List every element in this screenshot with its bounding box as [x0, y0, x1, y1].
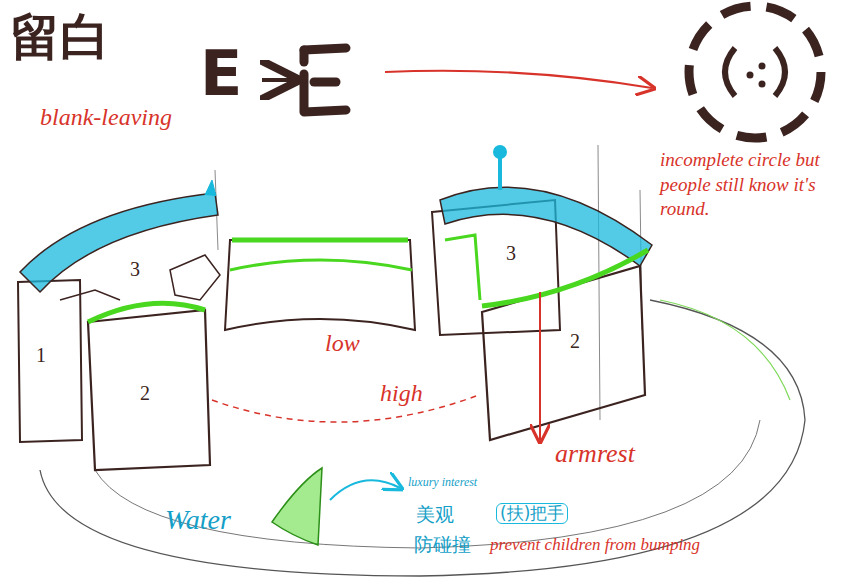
- callout-number: 3: [506, 242, 516, 264]
- height-note: low: [325, 330, 360, 356]
- green-top: [88, 303, 205, 322]
- green-top: [230, 260, 412, 270]
- height-line: [212, 396, 476, 422]
- green-top: [445, 235, 480, 300]
- incomplete-circle: [689, 6, 821, 138]
- water-arrow: [330, 480, 400, 500]
- block: [88, 310, 210, 470]
- note: prevent children from bumping: [490, 536, 700, 555]
- note: (扶)把手: [496, 503, 568, 524]
- dot: [747, 72, 754, 79]
- curved-bench: [20, 193, 218, 292]
- inner-bracket: [775, 48, 785, 96]
- e-arrow: [262, 78, 292, 82]
- water-sketch: [272, 468, 322, 545]
- curved-bench: [440, 187, 652, 266]
- broken-e: [304, 48, 346, 112]
- dot: [759, 81, 766, 88]
- center-bench: [225, 240, 415, 330]
- callout-number: 2: [570, 330, 580, 352]
- green-top: [232, 238, 408, 243]
- pointer-arrow: [385, 71, 652, 88]
- note: 美观: [416, 504, 454, 525]
- height-note: high: [380, 380, 423, 406]
- dot: [759, 63, 766, 70]
- armrest-arrow: [539, 292, 541, 440]
- base-ring: [40, 300, 805, 576]
- accent: [493, 145, 507, 159]
- inner-bracket: [725, 48, 735, 96]
- accent: [205, 180, 216, 196]
- sketch-line: [170, 255, 220, 300]
- block: [482, 266, 645, 440]
- part-name: Water: [165, 505, 231, 536]
- callout-number: 1: [36, 344, 46, 366]
- callout-number: 3: [130, 258, 140, 280]
- sketch-line: [660, 300, 790, 400]
- part-name: armrest: [555, 440, 635, 469]
- note: blank-leaving: [40, 104, 172, 130]
- letter-e: E: [200, 40, 242, 108]
- callout-number: 2: [140, 382, 150, 404]
- note: incomplete circle but people still know …: [660, 148, 835, 222]
- sketch-line: [60, 290, 120, 300]
- note: luxury interest: [408, 476, 477, 489]
- note: 防碰撞: [414, 534, 471, 555]
- base-ring: [95, 420, 760, 548]
- title: 留白: [10, 10, 110, 65]
- block: [18, 280, 82, 442]
- accent: [498, 156, 502, 190]
